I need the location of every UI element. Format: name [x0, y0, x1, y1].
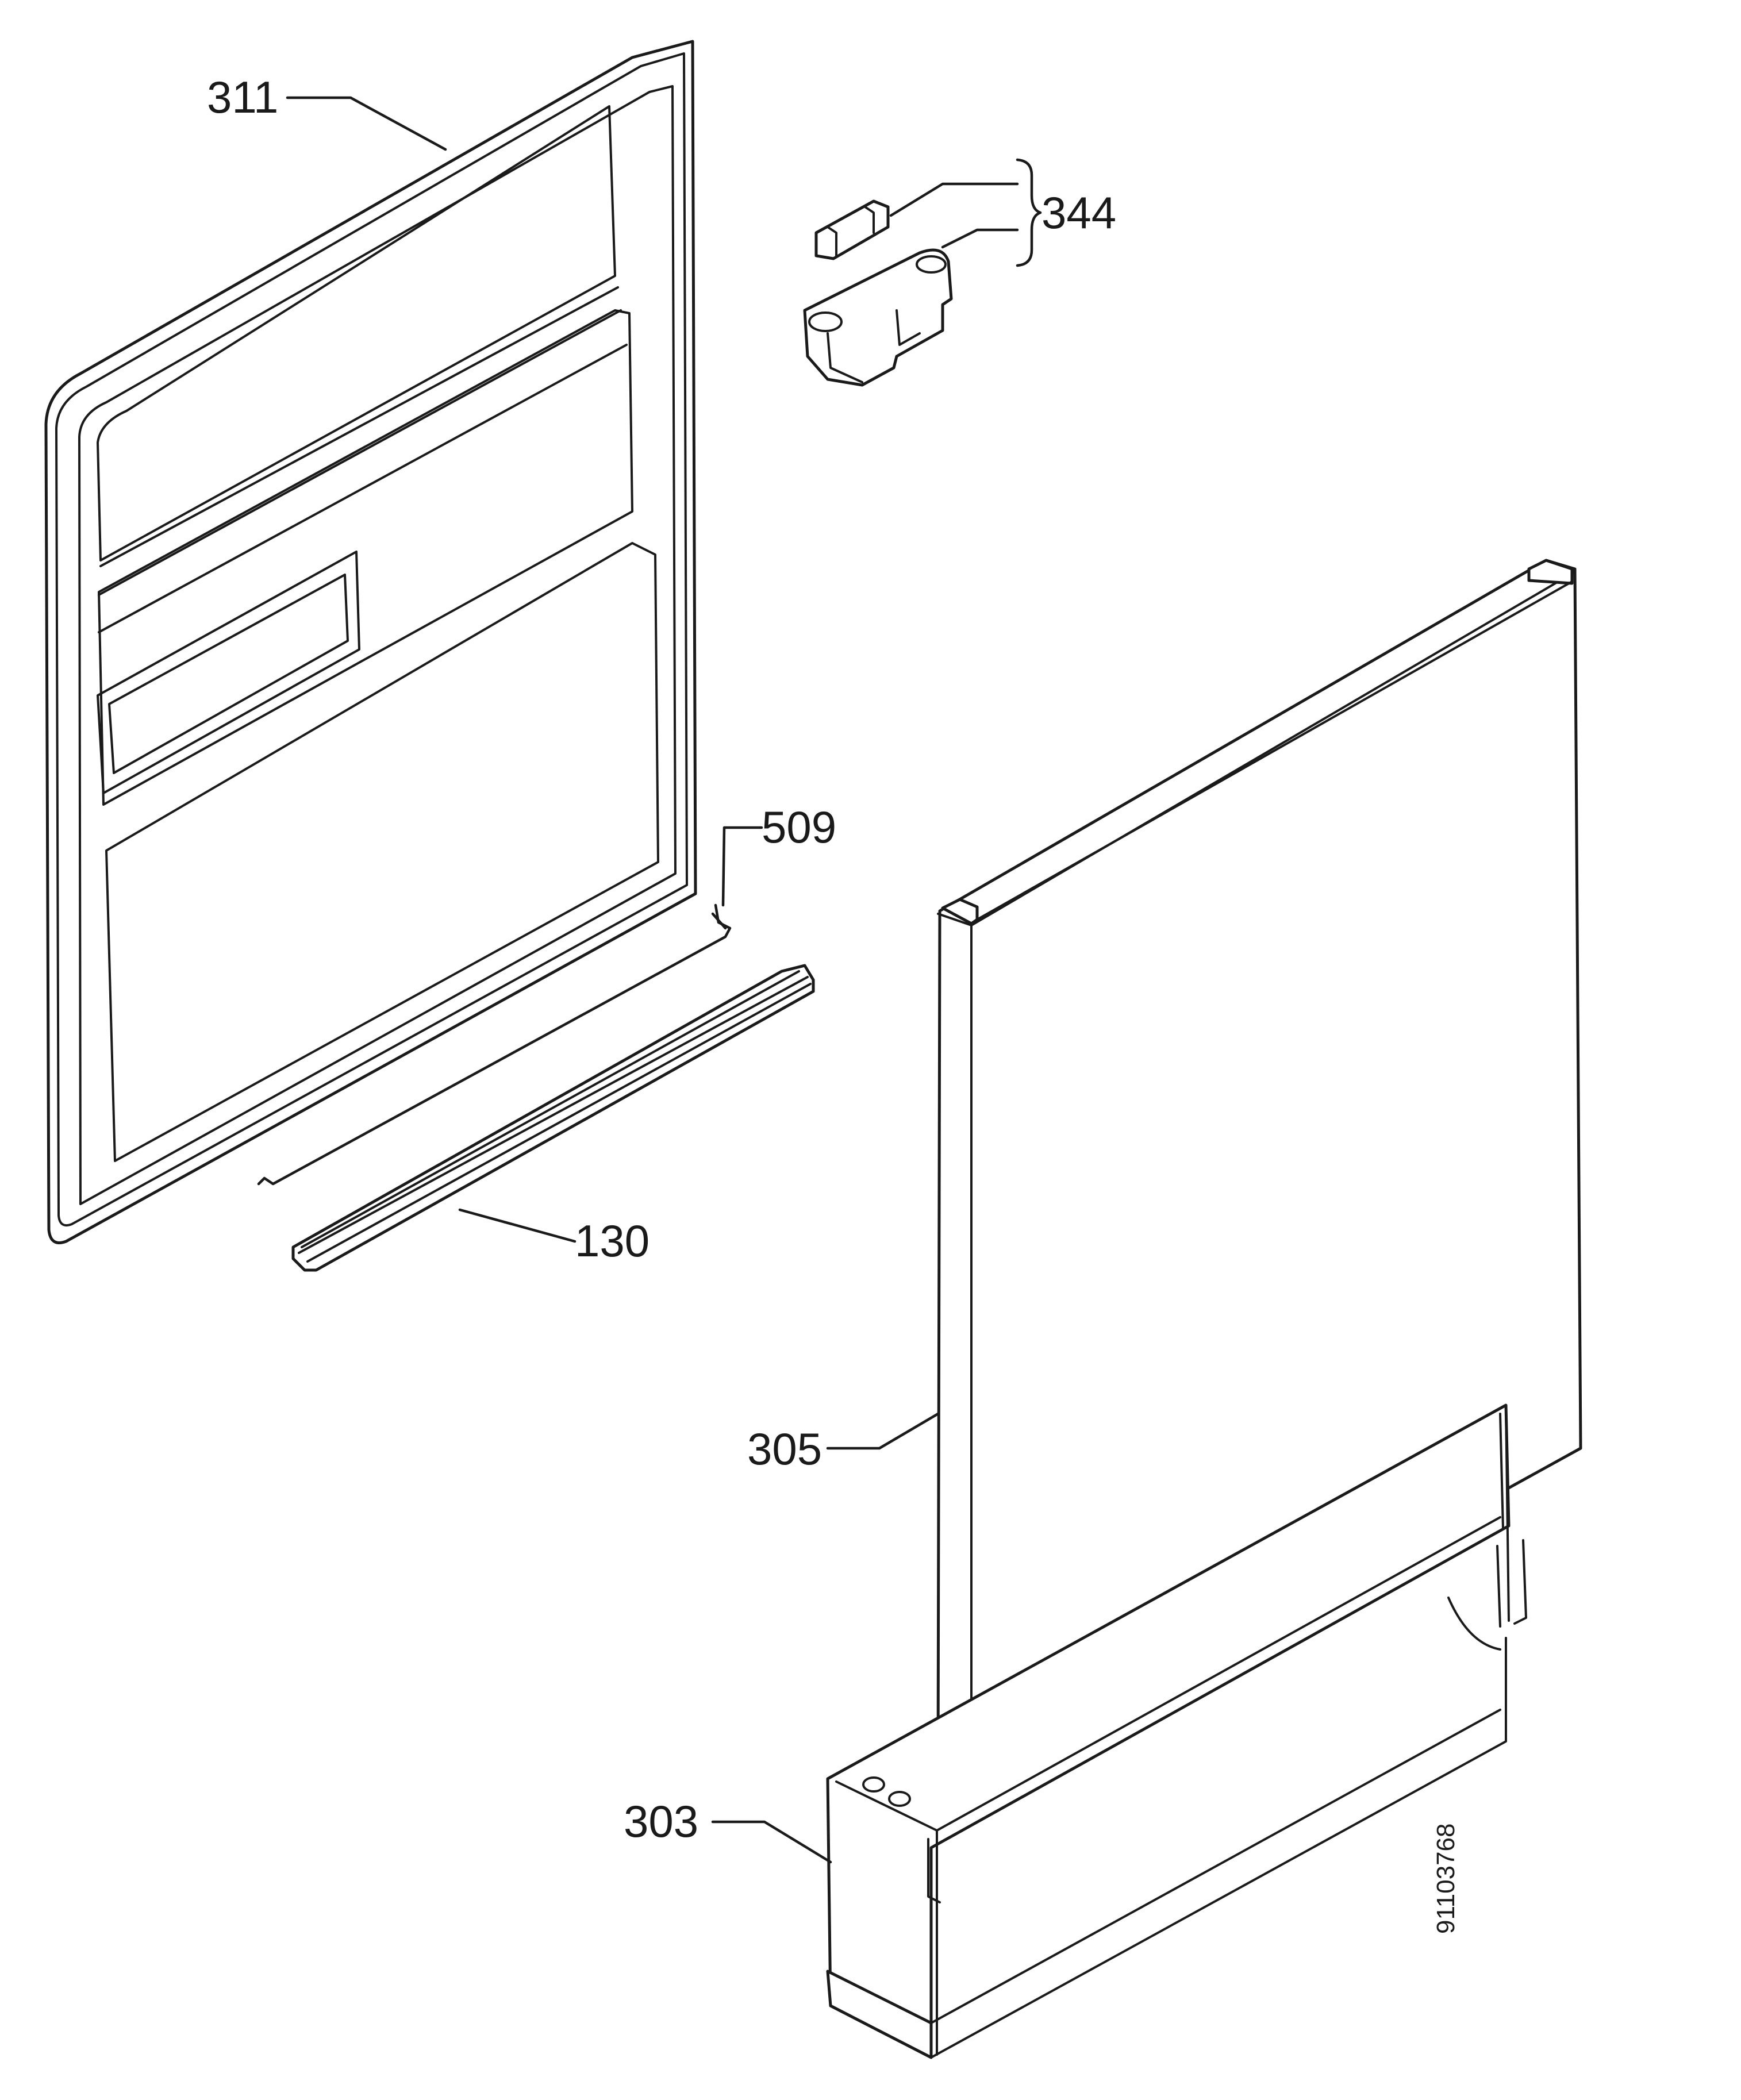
callout-305: 305: [747, 1424, 822, 1474]
callout-labels: 311 344 509 130 305 303: [207, 72, 1116, 1847]
part-130-seal: [291, 964, 815, 1272]
callout-344: 344: [1041, 187, 1116, 238]
part-303-base: [826, 1403, 1527, 2059]
leader-344-upper: [889, 182, 1019, 217]
part-311-inner-door: [44, 40, 697, 1244]
callout-130: 130: [575, 1216, 649, 1266]
callout-509: 509: [762, 802, 836, 852]
leaders: [286, 96, 1042, 1864]
callout-311: 311: [207, 72, 278, 122]
leader-303: [711, 1820, 832, 1864]
bracket-344: [1016, 158, 1042, 267]
drawing-number: 91103768: [1432, 1824, 1460, 1934]
leader-509: [721, 826, 763, 907]
leader-344-lower: [941, 228, 1019, 249]
leader-130: [458, 1208, 577, 1243]
part-509-rod: [257, 903, 732, 1186]
part-344-latch: [803, 199, 953, 387]
leader-305: [826, 1412, 940, 1450]
leader-311: [286, 96, 447, 151]
callout-303: 303: [624, 1796, 698, 1847]
